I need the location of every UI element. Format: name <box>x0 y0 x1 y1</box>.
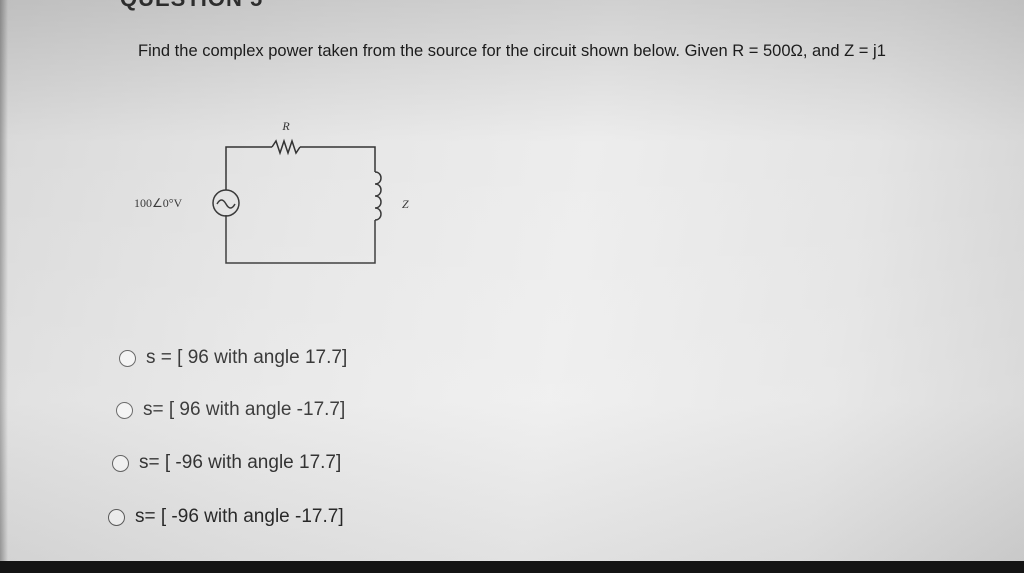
wire-top-left <box>225 146 272 190</box>
option-label: s= [ -96 with angle 17.7] <box>139 452 342 473</box>
radio-button[interactable] <box>119 349 136 367</box>
screen-bezel <box>0 561 1024 573</box>
option-3[interactable]: s= [ -96 with angle 17.7] <box>112 452 341 474</box>
radio-button[interactable] <box>116 401 133 419</box>
question-text: Find the complex power taken from the so… <box>138 42 886 60</box>
circuit-diagram: R 100∠0°V Z <box>134 119 409 264</box>
option-4[interactable]: s= [ -96 with angle -17.7] <box>108 506 344 528</box>
load-label: Z <box>402 197 409 211</box>
option-label: s= [ -96 with angle -17.7] <box>135 506 344 527</box>
question-header: QUESTION 5 <box>120 0 263 12</box>
screen-edge <box>0 0 8 573</box>
source-label: 100∠0°V <box>134 196 183 210</box>
radio-button[interactable] <box>112 454 129 472</box>
wire-top-right <box>300 146 376 172</box>
resistor-label: R <box>281 119 290 133</box>
sine-wave-icon <box>216 199 236 209</box>
option-label: s= [ 96 with angle -17.7] <box>143 399 346 420</box>
radio-button[interactable] <box>108 508 125 526</box>
option-label: s = [ 96 with angle 17.7] <box>146 347 348 368</box>
ac-source-symbol <box>212 189 240 217</box>
resistor-symbol <box>271 138 301 156</box>
option-2[interactable]: s= [ 96 with angle -17.7] <box>116 399 345 421</box>
option-1[interactable]: s = [ 96 with angle 17.7] <box>119 347 347 369</box>
inductor-symbol <box>374 171 382 221</box>
wire-bottom <box>225 215 376 264</box>
